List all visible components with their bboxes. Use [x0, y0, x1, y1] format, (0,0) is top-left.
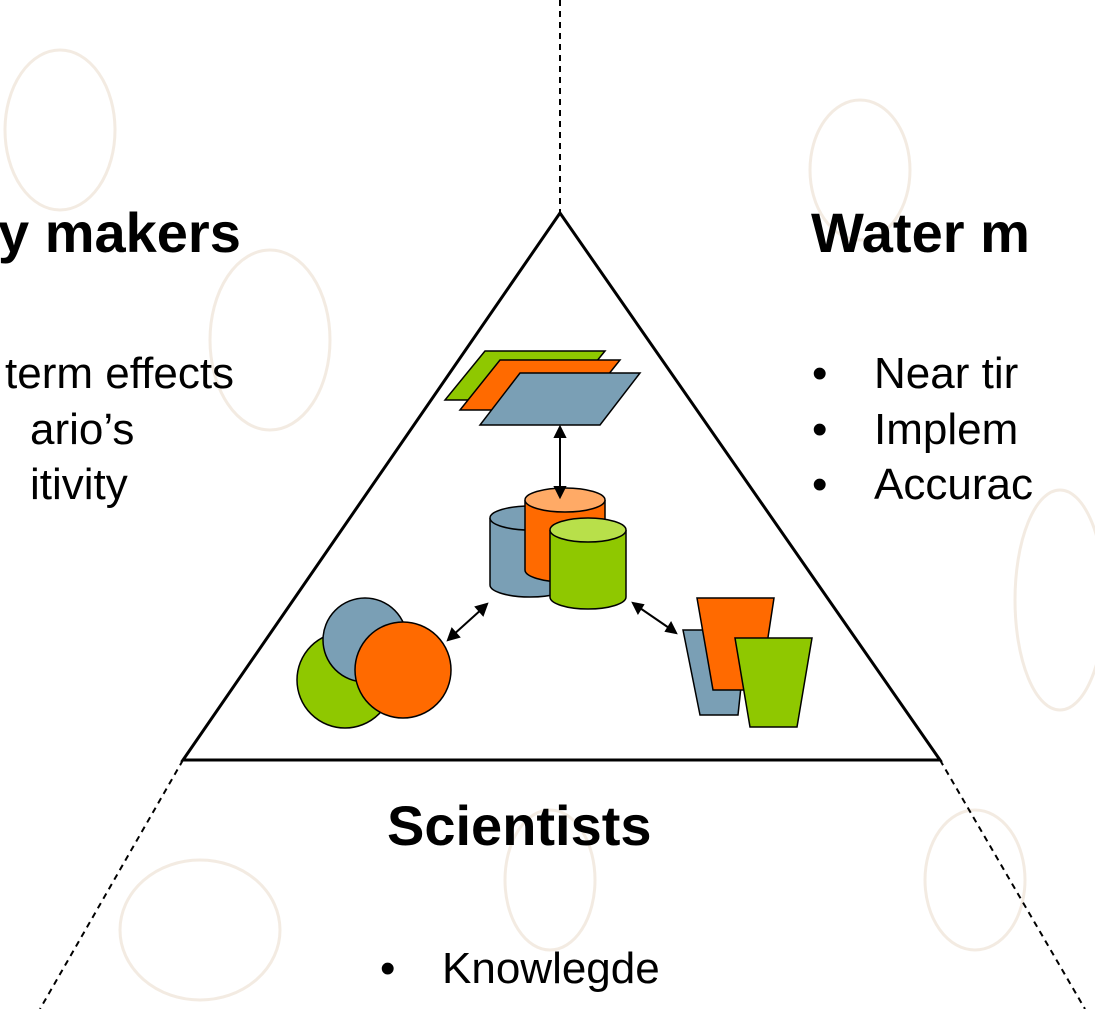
water-managers-item: • Implem	[812, 408, 1018, 452]
water-managers-item: • Near tir	[812, 352, 1018, 396]
cartoon-bottom-left	[118, 858, 282, 1002]
database-cylinders-icon	[489, 487, 627, 610]
cartoon-bottom-right	[923, 808, 1027, 952]
arrow-database-tools	[636, 605, 673, 631]
arrow-models-database	[451, 607, 484, 637]
cartoon-bottom-center	[503, 808, 597, 952]
models-circles-icon	[296, 597, 452, 729]
data-layers-icon	[443, 350, 642, 426]
cartoon-woman	[808, 98, 912, 242]
cartoon-man-right	[1013, 488, 1095, 712]
bullet: •	[812, 405, 828, 454]
water-managers-item: • Accurac	[812, 463, 1033, 507]
divider-bottom-left	[39, 759, 184, 1009]
bullet: •	[380, 944, 396, 993]
policy-makers-heading: y makers	[0, 201, 241, 264]
policy-makers-item: term effects	[5, 349, 235, 398]
divider-bottom-right	[939, 759, 1086, 1009]
scientists-item-text: Knowlegde	[442, 944, 660, 993]
bullet: •	[812, 460, 828, 509]
cartoon-scientist-left	[3, 48, 117, 212]
water-managers-item-text: Implem	[874, 405, 1019, 454]
cartoon-graduate	[208, 248, 332, 432]
tools-trapezoids-icon	[682, 597, 813, 728]
policy-makers-item: itivity	[30, 460, 128, 509]
policy-makers-item: ario’s	[30, 405, 135, 454]
scientists-heading: Scientists	[387, 794, 652, 857]
water-managers-item-text: Accurac	[874, 460, 1033, 509]
background-cartoons	[3, 48, 1095, 1002]
connection-arrows	[446, 424, 678, 642]
scientists-item: • Knowlegde	[380, 947, 660, 991]
bullet: •	[812, 349, 828, 398]
water-managers-item-text: Near tir	[874, 349, 1019, 398]
water-managers-heading: Water m	[811, 201, 1030, 264]
